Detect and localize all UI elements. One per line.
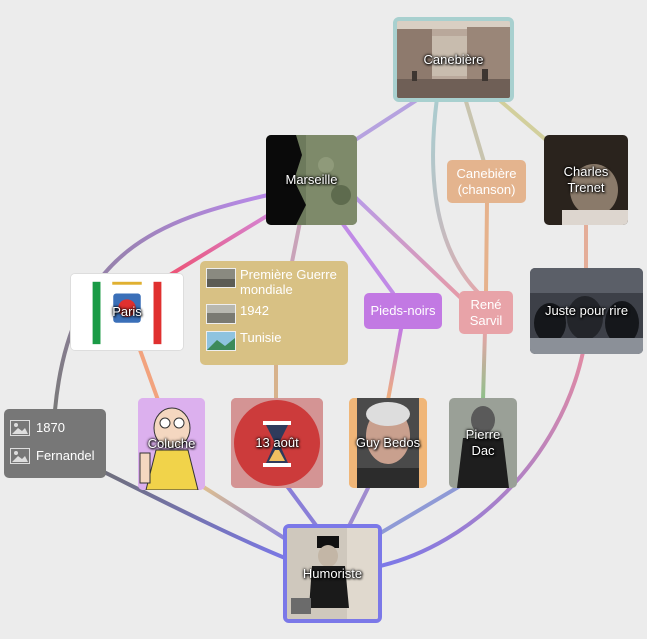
node-paris-label: Paris	[112, 304, 142, 319]
paris-flag-image	[71, 274, 183, 350]
group-item-label: Tunisie	[240, 330, 282, 345]
node-13-aout-label: 13 août	[255, 435, 299, 450]
group-item-label: Première Guerre mondiale	[240, 267, 337, 297]
node-rene-sarvil[interactable]: René Sarvil	[459, 291, 513, 334]
node-juste-pour-rire[interactable]: Juste pour rire	[530, 268, 643, 354]
node-canebiere-chanson[interactable]: Canebière (chanson)	[447, 160, 526, 203]
hourglass-icon	[231, 398, 323, 488]
coluche-caricature	[138, 398, 205, 490]
photo-thumbnail-icon	[206, 304, 236, 324]
node-pierre-dac-label: Pierre Dac	[465, 427, 501, 458]
node-guy-bedos[interactable]: Guy Bedos	[349, 398, 427, 488]
node-pierre-dac[interactable]: Pierre Dac	[449, 398, 517, 488]
node-marseille[interactable]: Marseille	[266, 135, 357, 225]
group-item-tunisie[interactable]: Tunisie	[206, 330, 342, 351]
node-coluche[interactable]: Coluche	[138, 398, 205, 490]
group-item-premiere-guerre[interactable]: Première Guerre mondiale	[206, 267, 342, 297]
canebiere-postcard-image	[397, 21, 510, 98]
node-humoriste-label: Humoriste	[302, 565, 363, 581]
node-marseille-label: Marseille	[285, 172, 338, 187]
node-canebiere-chanson-label: Canebière (chanson)	[456, 165, 517, 197]
charles-trenet-portrait	[544, 135, 628, 225]
humoriste-chaplin-photo	[287, 528, 378, 619]
marseille-satellite-image	[266, 135, 357, 225]
node-paris[interactable]: Paris	[70, 273, 184, 351]
node-charles-trenet-label: Charles Trenet	[563, 164, 609, 195]
photo-thumbnail-icon	[206, 331, 236, 351]
pierre-dac-portrait	[449, 398, 517, 488]
group-item-1942[interactable]: 1942	[206, 303, 342, 324]
juste-pour-rire-photo	[530, 268, 643, 354]
node-canebiere[interactable]: Canebière	[393, 17, 514, 102]
group-gray[interactable]: 1870 Fernandel	[4, 409, 106, 478]
node-pieds-noirs[interactable]: Pieds-noirs	[364, 293, 442, 329]
node-humoriste[interactable]: Humoriste	[283, 524, 382, 623]
node-coluche-label: Coluche	[147, 436, 196, 451]
node-charles-trenet[interactable]: Charles Trenet	[544, 135, 628, 225]
group-item-label: 1942	[240, 303, 269, 318]
photo-thumbnail-icon	[206, 268, 236, 288]
node-canebiere-label: Canebière	[423, 51, 484, 67]
group-item-fernandel[interactable]: Fernandel	[10, 448, 100, 464]
image-placeholder-icon	[10, 448, 30, 464]
node-juste-pour-rire-label: Juste pour rire	[544, 303, 629, 318]
node-rene-sarvil-label: René Sarvil	[469, 296, 503, 328]
group-dates-places[interactable]: Première Guerre mondiale 1942 Tunisie	[200, 261, 348, 365]
group-item-label: 1870	[36, 420, 65, 435]
node-pieds-noirs-label: Pieds-noirs	[370, 303, 436, 318]
image-placeholder-icon	[10, 420, 30, 436]
node-13-aout[interactable]: 13 août	[231, 398, 323, 488]
group-item-1870[interactable]: 1870	[10, 420, 100, 436]
group-item-label: Fernandel	[36, 448, 95, 463]
guy-bedos-portrait	[349, 398, 427, 488]
node-guy-bedos-label: Guy Bedos	[355, 435, 421, 450]
